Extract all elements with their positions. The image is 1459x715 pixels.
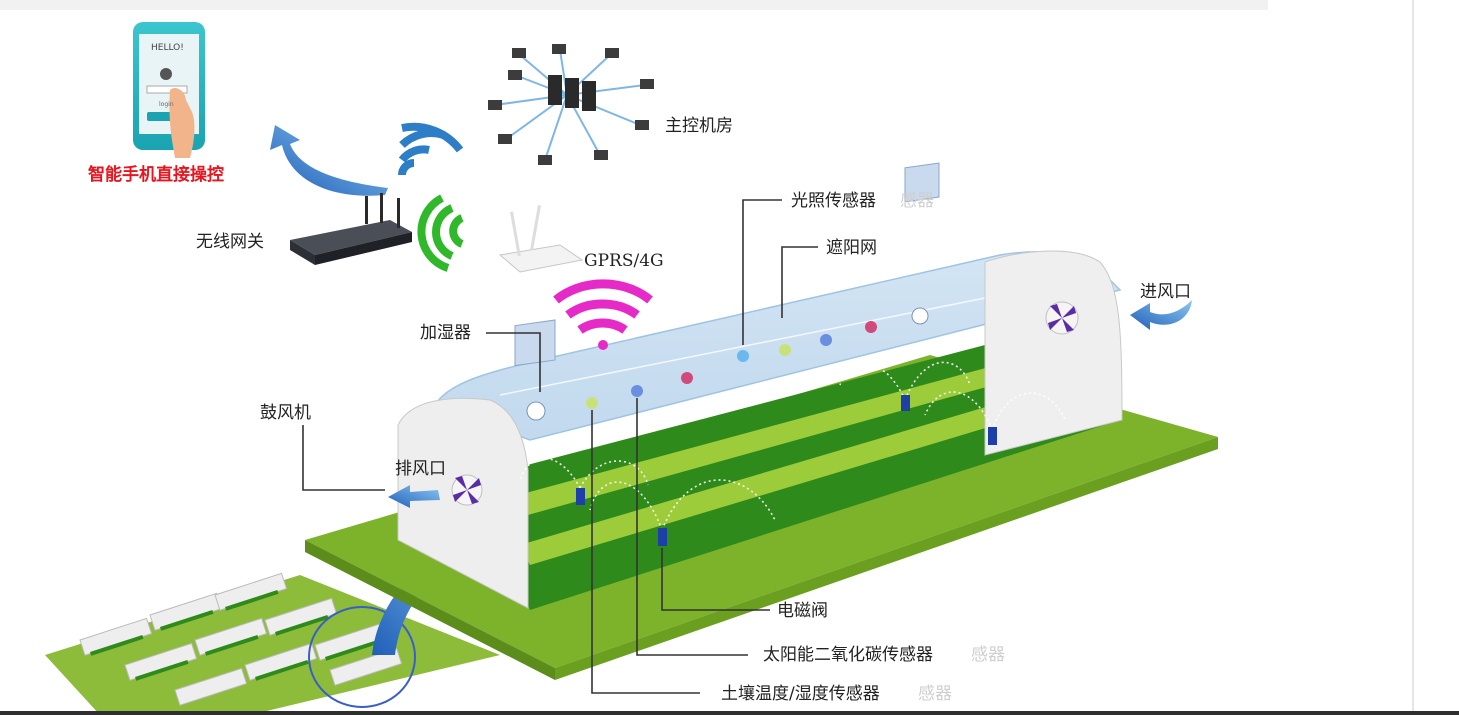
water-spray: [519, 361, 1066, 531]
wifi-green-icon: [417, 194, 464, 272]
solenoid-valve-3: [901, 395, 910, 411]
phone-screen-button: login: [159, 101, 174, 108]
leader-lines: [302, 199, 818, 694]
phone-screen-title: HELLO!: [151, 43, 184, 53]
light-sensor-dot: [737, 350, 749, 362]
co2-sensor-ghost-label: 感器: [971, 645, 1005, 665]
top-bar: [0, 0, 1268, 10]
smartphone-icon: [133, 22, 205, 158]
solenoid-valve-2: [658, 528, 667, 546]
sensor-dot-7: [865, 321, 877, 333]
shade-net-label: 遮阳网: [826, 238, 877, 258]
wifi-blue-icon: [398, 122, 464, 176]
wifi-magenta-icon: [553, 279, 653, 350]
soil-sensor-label: 土壤温度/湿度传感器: [721, 684, 880, 704]
exhaust-fan-icon: [451, 474, 483, 506]
bottom-bar: [0, 711, 1459, 715]
light-sensor-label: 光照传感器: [791, 191, 876, 211]
light-sensor-ghost-label: 感器: [900, 191, 934, 211]
solenoid-valve-label: 电磁阀: [777, 601, 828, 621]
sensor-dot-5: [779, 344, 791, 356]
server-network-icon: [488, 44, 654, 165]
humidifier-unit-icon: [514, 319, 556, 421]
co2-sensor-dot: [631, 385, 643, 397]
inlet-fan-icon: [1045, 301, 1079, 335]
sensor-dot-6: [820, 334, 832, 346]
gprs-router-icon: [498, 204, 584, 273]
zoom-circle: [308, 606, 416, 708]
co2-sensor-label: 太阳能二氧化碳传感器: [763, 645, 933, 665]
gprs-label: GPRS/4G: [584, 251, 664, 271]
solenoid-valve-1: [576, 488, 585, 505]
phone-control-label: 智能手机直接操控: [88, 165, 224, 185]
exhaust-label: 排风口: [395, 459, 446, 479]
solenoid-valve-4: [988, 427, 997, 445]
inlet-label: 进风口: [1140, 282, 1191, 302]
blower-label: 鼓风机: [260, 403, 311, 423]
humidifier-unit-2-icon: [904, 162, 940, 325]
phone-arrow-icon: [270, 125, 388, 196]
soil-sensor-dot: [586, 397, 598, 409]
right-divider: [1412, 0, 1414, 715]
humidifier-label: 加湿器: [420, 323, 471, 343]
gateway-label: 无线网关: [196, 232, 264, 252]
exhaust-arrow-icon: [388, 485, 440, 508]
server-room-label: 主控机房: [665, 116, 733, 136]
sensor-dot-3: [681, 372, 693, 384]
wireless-gateway-icon: [290, 193, 412, 265]
soil-sensor-ghost-label: 感器: [918, 684, 952, 704]
inlet-arrow-icon: [1130, 300, 1192, 330]
greenhouse: [305, 162, 1218, 680]
